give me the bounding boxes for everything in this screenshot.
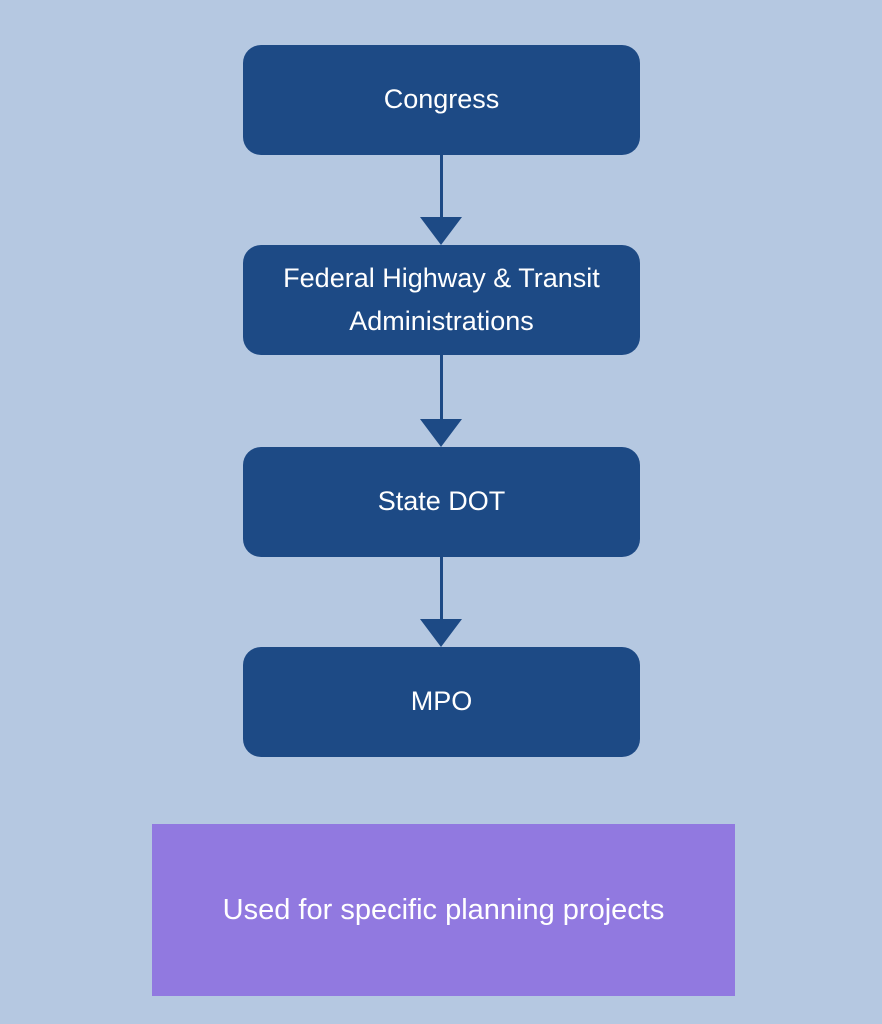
arrow-head (420, 619, 462, 647)
flow-node-mpo: MPO (243, 647, 640, 757)
arrow-stem (440, 355, 443, 419)
arrow-stem (440, 155, 443, 217)
flow-node-federal-highway-transit-administrations: Federal Highway & Transit Administration… (243, 245, 640, 355)
note-box: Used for specific planning projects (152, 824, 735, 996)
flow-node-congress: Congress (243, 45, 640, 155)
note-label: Used for specific planning projects (222, 893, 665, 926)
arrow-head (420, 217, 462, 245)
arrow-head (420, 419, 462, 447)
flow-node-label: MPO (410, 686, 473, 717)
flow-node-state-dot: State DOT (243, 447, 640, 557)
flow-node-label: Federal Highway & Transit Administration… (283, 262, 600, 336)
flow-node-label: State DOT (377, 486, 506, 517)
flow-node-label: Congress (383, 84, 500, 115)
arrow-stem (440, 557, 443, 619)
